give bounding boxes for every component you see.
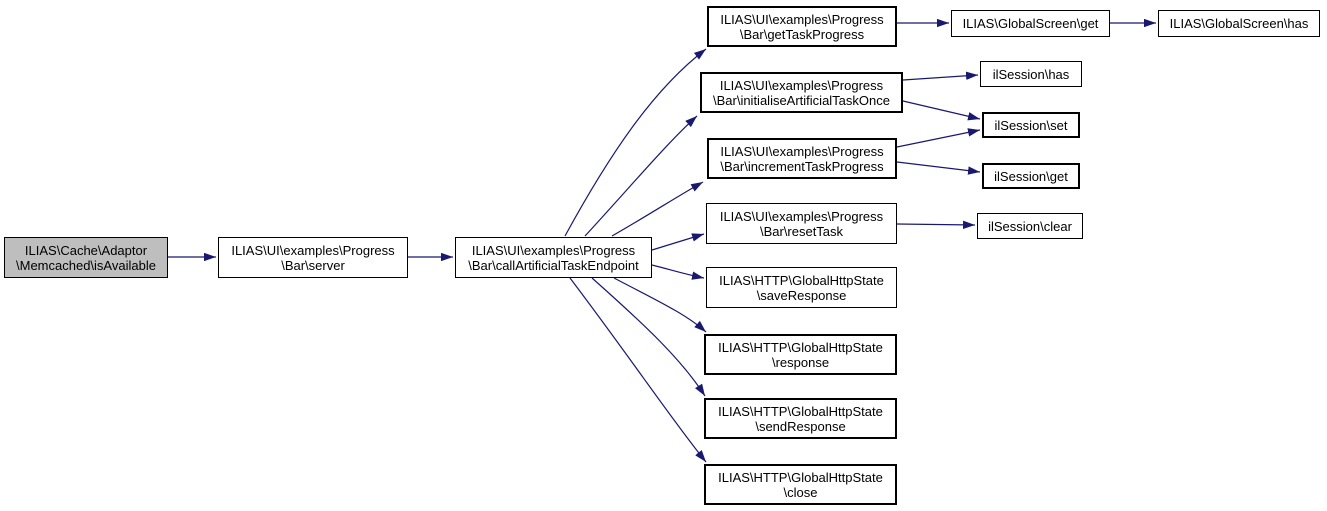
node-label-line: ILIAS\GlobalScreen\has xyxy=(1169,16,1309,31)
node-label-line: ILIAS\HTTP\GlobalHttpState xyxy=(718,339,883,355)
node-globalscreen-has[interactable]: ILIAS\GlobalScreen\has xyxy=(1158,10,1320,37)
node-bar-reset-task[interactable]: ILIAS\UI\examples\Progress \Bar\resetTas… xyxy=(706,203,897,244)
node-http-save-response[interactable]: ILIAS\HTTP\GlobalHttpState \saveResponse xyxy=(706,267,897,308)
node-label-line: ILIAS\UI\examples\Progress xyxy=(720,143,884,159)
node-bar-increment-task-progress[interactable]: ILIAS\UI\examples\Progress \Bar\incremen… xyxy=(707,138,897,179)
edge-call-to-reset-task xyxy=(651,233,705,251)
edge-initialise-to-ilsession-set xyxy=(902,100,981,121)
node-label-line: ilSession\clear xyxy=(988,218,1072,234)
node-ilsession-get[interactable]: ilSession\get xyxy=(982,163,1080,189)
node-label-line: \Memcached\isAvailable xyxy=(16,257,156,273)
node-http-response[interactable]: ILIAS\HTTP\GlobalHttpState \response xyxy=(704,334,897,375)
node-label-line: \Bar\incrementTaskProgress xyxy=(720,158,884,174)
edge-call-to-get-task-progress xyxy=(564,48,707,237)
node-label-line: \response xyxy=(771,354,830,370)
node-label-line: \Bar\resetTask xyxy=(759,223,844,239)
node-label-line: \Bar\server xyxy=(281,257,345,273)
node-bar-call-artificial-task-endpoint[interactable]: ILIAS\UI\examples\Progress \Bar\callArti… xyxy=(455,237,652,278)
node-label-line: ILIAS\HTTP\GlobalHttpState xyxy=(719,272,884,288)
node-label-line: \Bar\getTaskProgress xyxy=(739,26,865,42)
edge-call-to-response xyxy=(613,277,707,333)
node-label-line: ILIAS\UI\examples\Progress xyxy=(719,208,884,224)
node-label-line: ILIAS\UI\examples\Progress xyxy=(719,77,884,93)
edge-initialise-to-ilsession-has xyxy=(902,71,979,81)
node-label-line: ILIAS\HTTP\GlobalHttpState xyxy=(718,469,883,485)
node-memcached-is-available: ILIAS\Cache\Adaptor \Memcached\isAvailab… xyxy=(4,237,168,278)
node-label-line: ilSession\get xyxy=(994,168,1068,184)
edge-call-to-increment-task-progress xyxy=(611,181,704,237)
node-bar-get-task-progress[interactable]: ILIAS\UI\examples\Progress \Bar\getTaskP… xyxy=(707,6,897,47)
node-ilsession-has[interactable]: ilSession\has xyxy=(980,61,1082,87)
node-bar-initialise-artificial-task-once[interactable]: ILIAS\UI\examples\Progress \Bar\initiali… xyxy=(700,72,903,113)
node-label-line: \close xyxy=(783,484,818,500)
node-label-line: ILIAS\UI\examples\Progress xyxy=(231,242,395,258)
edge-call-to-save-response xyxy=(651,264,705,280)
edge-call-to-send-response xyxy=(591,277,706,397)
node-label-line: \sendResponse xyxy=(755,418,846,434)
node-ilsession-clear[interactable]: ilSession\clear xyxy=(977,213,1083,239)
edge-increment-to-ilsession-get xyxy=(896,161,981,175)
node-bar-server[interactable]: ILIAS\UI\examples\Progress \Bar\server xyxy=(218,237,408,278)
edge-call-to-close xyxy=(569,277,707,463)
node-ilsession-set[interactable]: ilSession\set xyxy=(982,112,1080,138)
node-http-send-response[interactable]: ILIAS\HTTP\GlobalHttpState \sendResponse xyxy=(704,398,897,439)
node-label-line: \Bar\callArtificialTaskEndpoint xyxy=(468,257,639,273)
edge-reset-task-to-ilsession-clear xyxy=(896,220,976,230)
node-label-line: ILIAS\UI\examples\Progress xyxy=(471,242,636,258)
node-label-line: ILIAS\HTTP\GlobalHttpState xyxy=(718,403,883,419)
node-label-line: ILIAS\UI\examples\Progress xyxy=(720,11,884,27)
node-label-line: ilSession\has xyxy=(992,66,1070,82)
node-globalscreen-get[interactable]: ILIAS\GlobalScreen\get xyxy=(951,10,1110,37)
node-label-line: ILIAS\Cache\Adaptor xyxy=(24,242,148,258)
node-label-line: \saveResponse xyxy=(756,287,847,303)
node-label-line: \Bar\initialiseArtificialTaskOnce xyxy=(712,92,890,108)
node-label-line: ilSession\set xyxy=(994,117,1068,133)
node-http-close[interactable]: ILIAS\HTTP\GlobalHttpState \close xyxy=(704,464,897,505)
edge-increment-to-ilsession-set xyxy=(896,128,981,148)
edge-call-to-initialise-artificial-task-once xyxy=(584,115,698,237)
node-label-line: ILIAS\GlobalScreen\get xyxy=(962,16,1099,31)
